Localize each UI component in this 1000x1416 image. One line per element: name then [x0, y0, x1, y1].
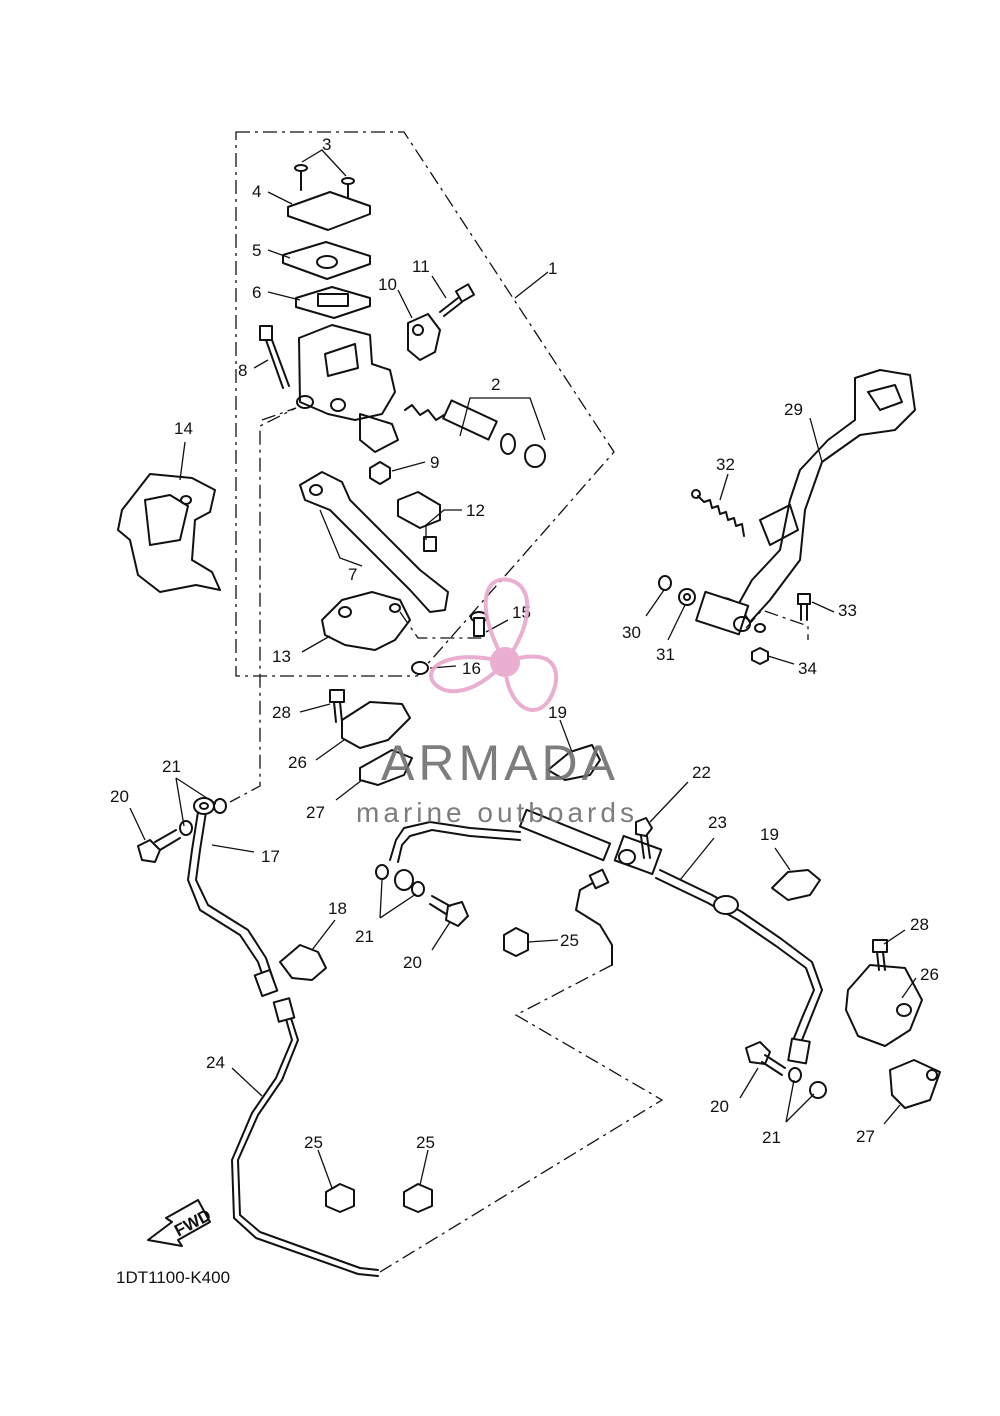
part-clamp-19-upper [547, 744, 601, 781]
callout-19-upper: 19 [548, 703, 567, 722]
part-holder-27-upper [359, 749, 413, 786]
callout-20-center: 20 [403, 953, 422, 972]
part-bolt-28-upper [329, 689, 345, 723]
connection-line-pedal [745, 609, 809, 640]
part-bolt-11 [439, 283, 476, 317]
watermark: ARMADA marine outboards [356, 577, 638, 828]
callout-32: 32 [716, 455, 735, 474]
callout-29: 29 [784, 400, 803, 419]
callout-25-a: 25 [560, 931, 579, 950]
callout-5: 5 [252, 241, 261, 260]
callout-34: 34 [798, 659, 817, 678]
callout-4: 4 [252, 182, 261, 201]
callout-9: 9 [430, 453, 439, 472]
callout-26-right: 26 [920, 965, 939, 984]
callout-31: 31 [656, 645, 675, 664]
callout-25-b: 25 [304, 1133, 323, 1152]
callout-14: 14 [174, 419, 193, 438]
callout-17: 17 [261, 847, 280, 866]
callout-22: 22 [692, 763, 711, 782]
callout-21-right: 21 [762, 1128, 781, 1147]
part-master-cylinder-body [298, 324, 396, 421]
part-protector-26-upper [341, 701, 411, 749]
fwd-arrow-icon: FWD [147, 1199, 214, 1247]
part-brake-hose-center [389, 821, 521, 861]
part-diaphragm-plate [282, 241, 371, 280]
callout-30: 30 [622, 623, 641, 642]
part-diaphragm [295, 286, 371, 319]
part-union-bolt-20-left [137, 829, 181, 863]
callout-28-upper: 28 [272, 703, 291, 722]
part-piston-kit [404, 399, 546, 468]
callout-24: 24 [206, 1053, 225, 1072]
callout-labels: 3 4 5 6 8 10 11 1 2 9 12 7 13 14 15 16 2… [110, 135, 939, 1152]
part-lever-cover-14 [117, 473, 221, 593]
callout-2: 2 [491, 375, 500, 394]
leader-lines [129, 149, 917, 1189]
part-brake-lever [299, 471, 449, 613]
part-clip-25-b [325, 1183, 355, 1213]
part-brake-pipe [237, 1014, 379, 1271]
part-bolt-28-right [872, 939, 888, 971]
part-circlip [658, 575, 672, 591]
part-union-bolt-20-right [745, 1041, 786, 1076]
callout-20-left: 20 [110, 787, 129, 806]
callout-13: 13 [272, 647, 291, 666]
callout-25-c: 25 [416, 1133, 435, 1152]
callout-6: 6 [252, 283, 261, 302]
part-reservoir-cover [287, 191, 371, 231]
callout-18: 18 [328, 899, 347, 918]
callout-19-right: 19 [760, 825, 779, 844]
part-holder-10 [407, 313, 441, 361]
callout-21-left: 21 [162, 757, 181, 776]
part-washer-16 [411, 661, 429, 675]
callout-21-center: 21 [355, 927, 374, 946]
callout-20-right: 20 [710, 1097, 729, 1116]
callout-8: 8 [238, 361, 247, 380]
part-brake-pedal [737, 369, 916, 623]
part-clamp-19-lower [771, 869, 821, 901]
callout-26-upper: 26 [288, 753, 307, 772]
propeller-icon [429, 577, 559, 712]
callout-10: 10 [378, 275, 397, 294]
part-nut-9 [369, 461, 391, 485]
callout-27-upper: 27 [306, 803, 325, 822]
callout-1: 1 [548, 259, 557, 278]
part-switch-12 [397, 491, 441, 529]
assembly-boundary [235, 131, 615, 677]
connection-line-17 [229, 407, 297, 803]
callout-16: 16 [462, 659, 481, 678]
part-union-bolt-20-center [429, 895, 469, 927]
callout-7: 7 [348, 565, 357, 584]
callout-23: 23 [708, 813, 727, 832]
part-bolt-33 [797, 593, 811, 621]
connection-line-16 [399, 611, 486, 639]
part-bracket-13 [321, 591, 411, 651]
callout-11: 11 [412, 257, 430, 276]
part-clip-25-c [403, 1183, 433, 1213]
part-hose-guide-18 [279, 944, 327, 981]
part-clip-25-a [503, 927, 529, 957]
part-return-spring [697, 495, 745, 537]
part-nut-34 [751, 647, 769, 665]
part-holder-27-right [889, 1059, 941, 1109]
part-bolt-8 [259, 325, 290, 389]
part-protector-26-right [845, 964, 923, 1047]
part-brake-hose-17 [187, 811, 267, 986]
part-washer-31 [678, 588, 696, 606]
connection-line-pipe [379, 964, 664, 1273]
part-bolt-22 [635, 817, 653, 859]
watermark-brand: ARMADA [381, 735, 619, 791]
diagram-code: 1DT1100-K400 [116, 1268, 230, 1287]
callout-12: 12 [466, 501, 485, 520]
watermark-tagline: marine outboards [356, 797, 638, 828]
callout-28-right: 28 [910, 915, 929, 934]
callout-27-right: 27 [856, 1127, 875, 1146]
callout-3: 3 [322, 135, 331, 154]
callout-33: 33 [838, 601, 857, 620]
